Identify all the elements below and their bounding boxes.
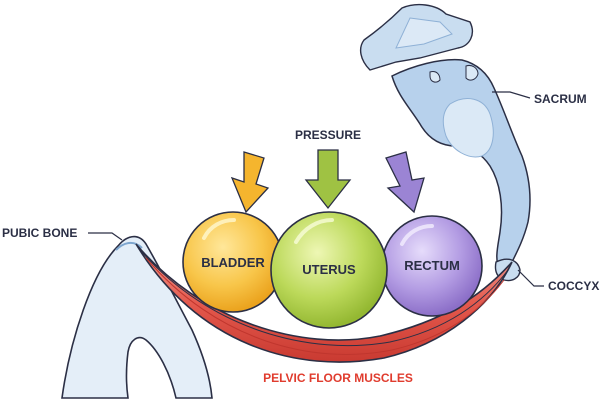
sacrum-label: SACRUM <box>534 92 587 106</box>
bladder-label: BLADDER <box>201 255 265 270</box>
uterus-label: UTERUS <box>302 262 356 277</box>
leader-lines <box>88 91 544 287</box>
arrow-uterus <box>304 149 352 210</box>
rectum-label: RECTUM <box>404 258 460 273</box>
pelvic-floor-muscles <box>135 243 513 363</box>
pubic-bone <box>61 235 213 399</box>
coccyx-label: COCCYX <box>548 279 599 293</box>
pressure-arrows <box>230 149 425 214</box>
pressure-label: PRESSURE <box>295 128 361 142</box>
sacrum-spine <box>359 3 531 282</box>
pelvic-floor-label: PELVIC FLOOR MUSCLES <box>263 371 413 385</box>
arrow-bladder <box>230 151 270 214</box>
organ-uterus <box>270 211 388 329</box>
pubic-bone-label: PUBIC BONE <box>2 226 77 240</box>
arrow-rectum <box>385 151 425 214</box>
organ-rectum <box>381 215 483 317</box>
